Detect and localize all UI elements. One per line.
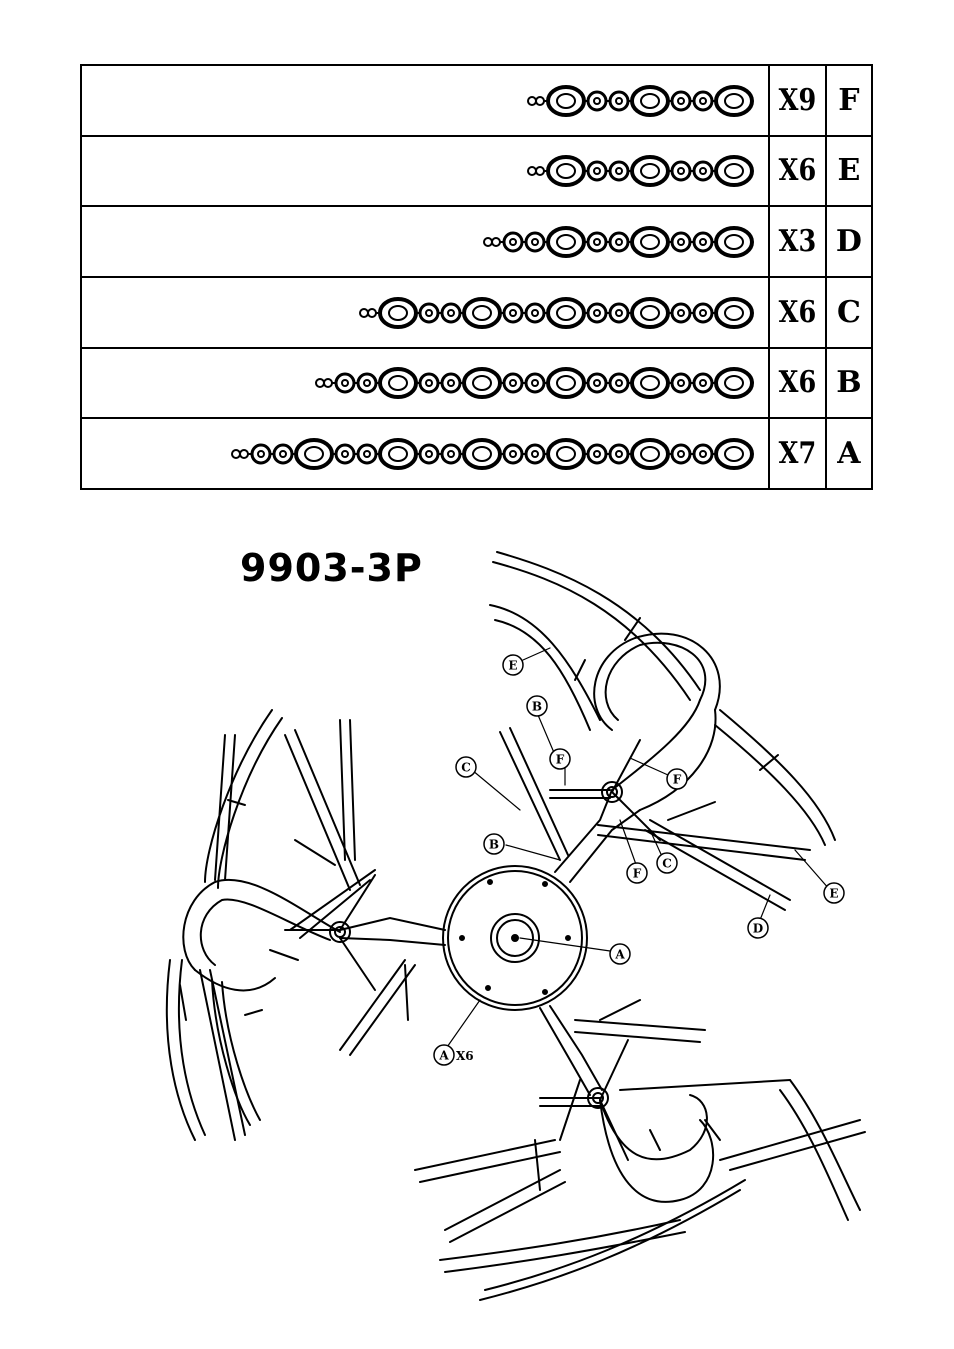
- chain-letter-label: D: [824, 205, 874, 278]
- callout-f: F: [666, 768, 688, 790]
- callout-c: C: [656, 852, 678, 874]
- chain-drawing-cell: [80, 134, 770, 208]
- callout-e: E: [823, 882, 845, 904]
- chain-drawing-cell: [80, 346, 770, 420]
- chain-drawing-cell: [80, 64, 770, 137]
- crystal-chain-icon: [483, 226, 754, 259]
- chain-drawing-cell: [80, 275, 770, 349]
- callout-layer: E B C F F B F C E D A A X6: [433, 654, 845, 1066]
- quantity-label: X6: [772, 275, 823, 349]
- callout-letter: F: [556, 753, 565, 767]
- chain-letter-label: E: [824, 134, 874, 208]
- hub-upper-right: [601, 781, 623, 803]
- callout-letter: C: [662, 857, 672, 871]
- crystal-chain-icon: [315, 367, 754, 400]
- chandelier-diagram: E B C F F B F C E D A A X6: [165, 551, 866, 1301]
- quantity-label: X6: [772, 134, 823, 208]
- callout-a: A: [433, 1044, 455, 1066]
- callout-letter: F: [633, 867, 642, 881]
- center-canopy: [442, 865, 588, 1011]
- arm-bottom: [414, 999, 866, 1301]
- callout-letter: A: [614, 948, 625, 962]
- callout-letter: F: [673, 773, 682, 787]
- crystal-chain-icon: [231, 438, 754, 471]
- model-title: 9903-3P: [240, 546, 423, 590]
- callout-letter: A: [438, 1049, 449, 1063]
- callout-f: F: [626, 862, 648, 884]
- arm-upper-right: [489, 551, 836, 911]
- chain-letter-label: A: [824, 417, 874, 490]
- callout-f: F: [549, 748, 571, 770]
- arm-left: [165, 709, 446, 1141]
- chain-letter-label: B: [824, 346, 874, 420]
- callout-b: B: [483, 833, 505, 855]
- quantity-label: X3: [772, 205, 823, 278]
- chain-drawing-cell: [80, 417, 770, 490]
- callout-letter: B: [489, 838, 499, 852]
- center-quantity-label: X6: [456, 1049, 474, 1063]
- callout-c: C: [455, 756, 477, 778]
- chain-drawing-cell: [80, 205, 770, 278]
- callout-letter: E: [829, 887, 838, 901]
- callout-letter: C: [461, 761, 471, 775]
- callout-b: B: [526, 695, 548, 717]
- callout-letter: B: [532, 700, 542, 714]
- crystal-chain-icon: [527, 155, 754, 188]
- callout-letter: E: [508, 659, 517, 673]
- callout-d: D: [747, 917, 769, 939]
- chain-letter-label: F: [824, 64, 874, 137]
- callout-letter: D: [753, 922, 763, 936]
- chain-letter-label: C: [824, 275, 874, 349]
- callout-e: E: [502, 654, 524, 676]
- quantity-label: X7: [772, 417, 823, 490]
- crystal-chain-icon: [527, 84, 754, 117]
- callout-a: A: [609, 943, 631, 965]
- quantity-label: X6: [772, 346, 823, 420]
- crystal-chain-icon: [359, 296, 754, 329]
- leader-lines: [444, 647, 831, 1051]
- hub-left: [329, 921, 351, 943]
- hub-bottom: [587, 1087, 609, 1109]
- quantity-label: X9: [772, 64, 823, 137]
